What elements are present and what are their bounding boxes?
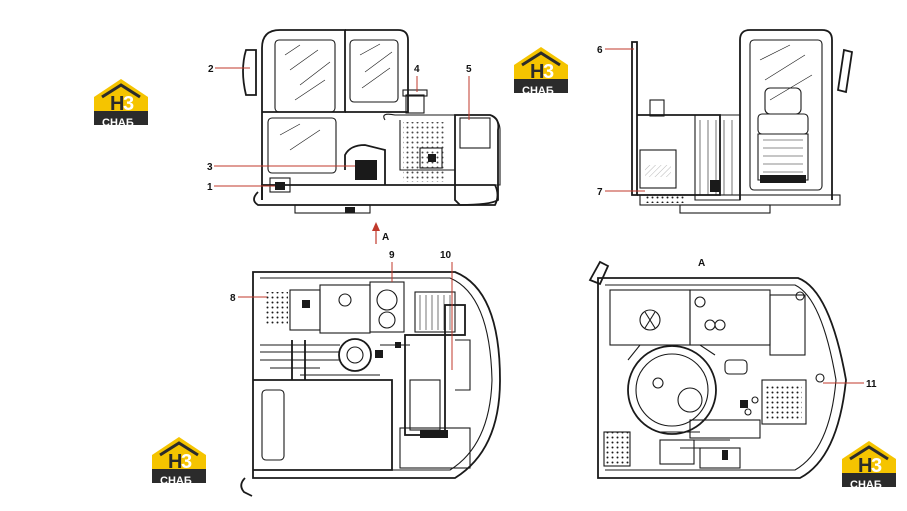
svg-text:H: H	[168, 451, 182, 473]
callout-2: 2	[208, 64, 214, 75]
callout-7: 7	[597, 187, 603, 198]
arrow-a-label: A	[382, 232, 389, 243]
svg-text:3: 3	[543, 61, 554, 83]
view-arrow-a: A	[372, 222, 389, 244]
callout-6: 6	[597, 45, 603, 56]
callout-5: 5	[466, 64, 472, 75]
svg-text:H: H	[530, 61, 544, 83]
callout-9: 9	[389, 250, 395, 261]
callout-1: 1	[207, 182, 213, 193]
watermark-logo-3: H 3 СНАБ	[150, 435, 208, 487]
svg-text:СНАБ: СНАБ	[102, 117, 134, 129]
view-a-label: A	[698, 258, 705, 269]
svg-text:3: 3	[181, 451, 192, 473]
svg-text:3: 3	[871, 455, 882, 477]
view-a: A	[588, 258, 847, 479]
watermark-logo-1: H 3 СНАБ	[92, 77, 150, 129]
svg-text:СНАБ: СНАБ	[850, 479, 882, 491]
watermark-logo-2: H 3 СНАБ	[512, 45, 570, 97]
svg-text:3: 3	[123, 93, 134, 115]
svg-text:H: H	[110, 93, 124, 115]
callouts: 1 2 3 4 5 6 7 8 9 10 11	[207, 45, 877, 390]
svg-text:СНАБ: СНАБ	[522, 85, 554, 97]
callout-8: 8	[230, 293, 236, 304]
top-view	[240, 271, 501, 497]
rear-view	[631, 29, 854, 214]
callout-3: 3	[207, 162, 213, 173]
watermark-logo-4: H 3 СНАБ	[840, 439, 898, 491]
side-view	[242, 29, 501, 214]
callout-4: 4	[414, 64, 420, 75]
callout-10: 10	[440, 250, 452, 261]
svg-text:H: H	[858, 455, 872, 477]
callout-11: 11	[866, 379, 877, 390]
svg-text:СНАБ: СНАБ	[160, 475, 192, 487]
